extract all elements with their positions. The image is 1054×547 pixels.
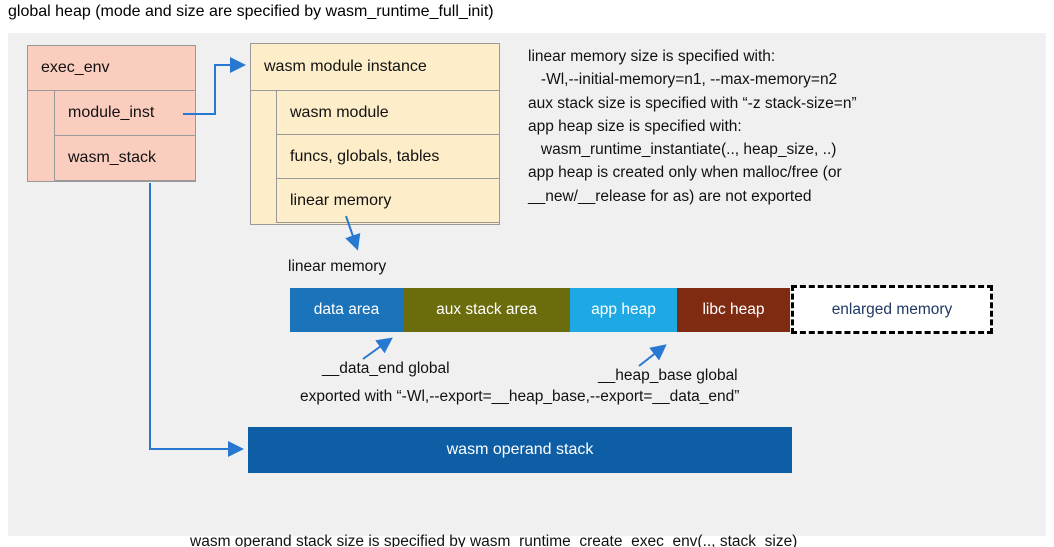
exported-with-label: exported with “-Wl,--export=__heap_base,… [300, 388, 740, 405]
exec-env-gutter [28, 91, 54, 181]
note-line: linear memory size is specified with: [528, 48, 776, 65]
wasm-module-instance-box: wasm module instance wasm module funcs, … [250, 43, 500, 225]
wasm-module-box: wasm module [276, 90, 500, 135]
note-line: -Wl,--initial-memory=n1, --max-memory=n2 [528, 71, 838, 89]
note-line: app heap is created only when malloc/fre… [528, 164, 842, 182]
exec-env-box: exec_env module_inst wasm_stack [27, 45, 196, 182]
linear-memory-box: linear memory [276, 178, 500, 223]
wasm-module-instance-label: wasm module instance [251, 44, 499, 91]
module-instance-gutter [251, 91, 276, 223]
diagram-title: global heap (mode and size are specified… [8, 3, 494, 20]
caption-line: wasm operand stack size is specified by … [190, 533, 798, 547]
aux-stack-area-segment: aux stack area [403, 288, 570, 332]
enlarged-memory-segment: enlarged memory [791, 285, 993, 334]
note-line: __new/__release for as) are not exported [528, 187, 812, 205]
heap-base-global-label: __heap_base global [598, 367, 738, 384]
note-line: wasm_runtime_instantiate(.., heap_size, … [528, 141, 837, 159]
linear-memory-bar-label: linear memory [288, 258, 387, 275]
note-line: aux stack size is specified with “-z sta… [528, 94, 857, 112]
funcs-globals-tables-box: funcs, globals, tables [276, 134, 500, 179]
module-inst-box: module_inst [54, 90, 196, 136]
note-line: app heap size is specified with: [528, 117, 742, 135]
notes-block: linear memory size is specified with: -W… [528, 45, 1038, 208]
operand-stack-caption: wasm operand stack size is specified by … [190, 484, 797, 547]
data-area-segment: data area [290, 288, 403, 332]
data-end-global-label: __data_end global [322, 360, 450, 377]
app-heap-segment: app heap [570, 288, 677, 332]
exec-env-label: exec_env [28, 46, 195, 91]
wasm-stack-box: wasm_stack [54, 135, 196, 181]
wasm-operand-stack-bar: wasm operand stack [248, 427, 792, 473]
libc-heap-segment: libc heap [677, 288, 790, 332]
